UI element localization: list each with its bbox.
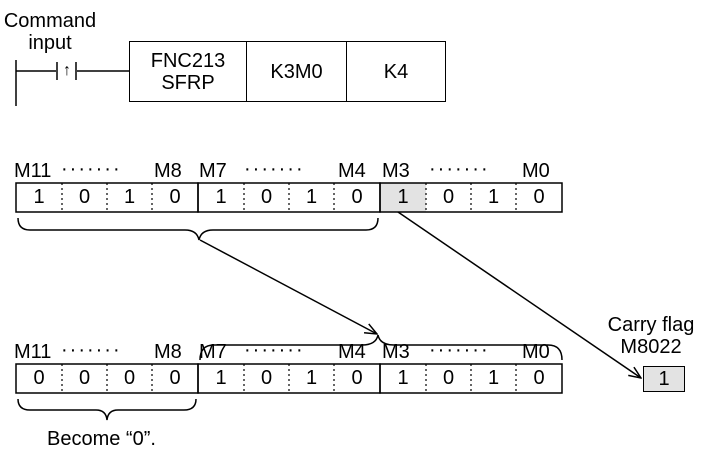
before-g1-dots: ······· <box>61 158 122 180</box>
after-bit-8: 0 <box>169 367 181 389</box>
after-bit-10: 0 <box>78 367 91 389</box>
before-g3-dots: ······· <box>429 158 490 180</box>
before-bit-0: 0 <box>533 186 545 208</box>
before-bit-4: 0 <box>351 186 363 208</box>
before-bit-6: 0 <box>260 186 273 208</box>
before-bit-11: 1 <box>33 186 45 208</box>
before-bit-3: 1 <box>380 183 426 212</box>
before-g1-left: M11 <box>14 160 52 182</box>
after-bit-7: 1 <box>215 367 227 389</box>
after-bit-1: 1 <box>487 367 500 389</box>
after-bit-4: 0 <box>351 367 363 389</box>
before-brace <box>17 217 379 241</box>
before-bit-10: 0 <box>78 186 91 208</box>
shift-arrow <box>199 239 377 334</box>
after-g1-right: M8 <box>154 341 182 363</box>
after-bit-11: 0 <box>33 367 45 389</box>
before-bit-8: 0 <box>169 186 181 208</box>
before-g3-right: M0 <box>522 160 550 182</box>
after-bit-3: 1 <box>397 367 409 389</box>
before-bit-5: 1 <box>305 186 318 208</box>
before-g3-left: M3 <box>382 160 410 182</box>
before-bit-7: 1 <box>215 186 227 208</box>
after-g2-right: M4 <box>338 341 366 363</box>
carry-arrow <box>397 211 641 378</box>
rising-edge-contact-icon: ↑ <box>63 62 71 79</box>
before-g2-left: M7 <box>199 160 227 182</box>
before-bit-1: 1 <box>487 186 500 208</box>
after-bit-9: 0 <box>123 367 136 389</box>
before-bit-9: 1 <box>123 186 136 208</box>
become-zero-note: Become “0”. <box>47 428 156 450</box>
after-brace <box>199 334 563 361</box>
before-g2-right: M4 <box>338 160 366 182</box>
after-row-frame <box>15 363 563 394</box>
after-bit-5: 1 <box>305 367 318 389</box>
after-bit-2: 0 <box>442 367 455 389</box>
after-g3-right: M0 <box>522 341 550 363</box>
fnc-box: FNC213 SFRP <box>129 41 247 102</box>
fnc-label: FNC213 SFRP <box>150 49 226 94</box>
before-row-frame <box>15 182 563 213</box>
before-bit-2: 0 <box>442 186 455 208</box>
after-g3-left: M3 <box>382 341 410 363</box>
before-g1-right: M8 <box>154 160 182 182</box>
zero-brace <box>17 398 197 421</box>
operand1-label: K3M0 <box>270 60 323 83</box>
after-bit-0: 0 <box>533 367 545 389</box>
after-g1-left: M11 <box>14 341 52 363</box>
operand2-box: K4 <box>346 41 446 102</box>
operand2-label: K4 <box>383 60 409 83</box>
command-input-label: Command input <box>3 10 97 54</box>
carry-flag-label: Carry flag M8022 <box>607 314 695 358</box>
before-g2-dots: ······· <box>244 158 305 180</box>
after-g1-dots: ······· <box>61 339 122 361</box>
carry-flag-cell: 1 <box>643 366 685 392</box>
after-bit-6: 0 <box>260 367 273 389</box>
